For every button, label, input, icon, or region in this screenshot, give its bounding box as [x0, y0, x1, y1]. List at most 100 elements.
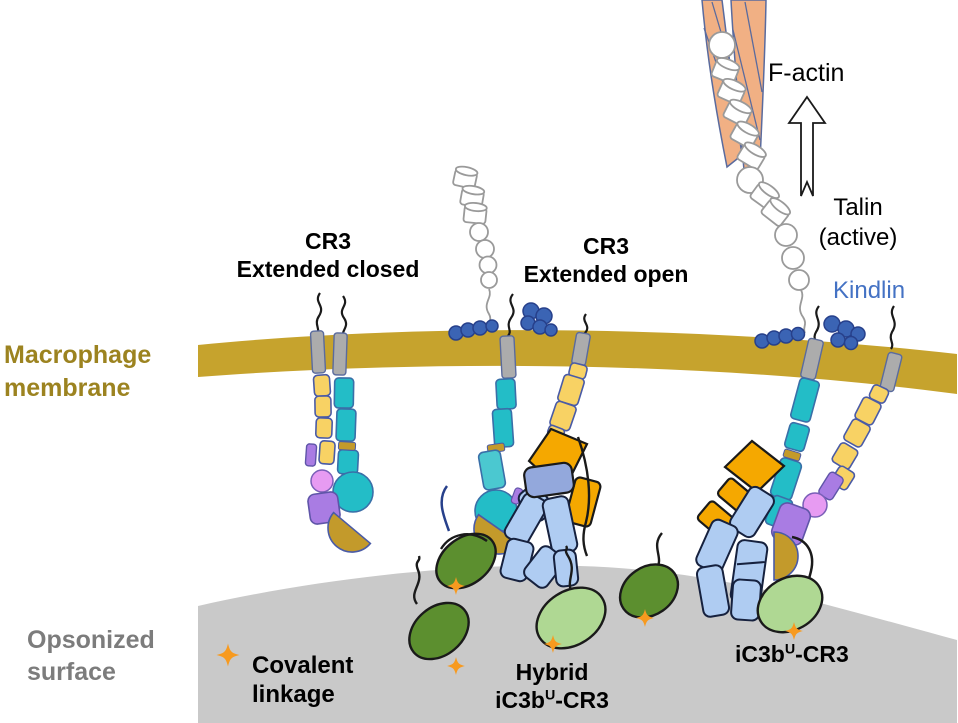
kindlin-bead — [485, 319, 499, 333]
cytoplasmic-tail-squiggle — [507, 293, 515, 337]
legend-covalent-diamond-icon — [216, 643, 240, 667]
label-line: CR3 — [304, 228, 351, 254]
label-f-actin: F-actin — [768, 59, 845, 87]
ic3b-mg-domain — [695, 564, 731, 618]
alpha-leg-domain — [314, 395, 332, 418]
talin-linker-squiggle — [799, 289, 806, 334]
label-line: surface — [27, 658, 116, 686]
talin-rod-cap — [722, 77, 747, 93]
covalent-linkage-markers — [216, 577, 803, 675]
label-line: Extended closed — [236, 256, 420, 283]
covalent-diamond-icon — [636, 609, 654, 627]
label-line: (active) — [818, 224, 898, 252]
actin-twist-line — [744, 1, 763, 93]
kindlin-bead — [544, 323, 558, 337]
ic3b-mg-domain — [729, 485, 775, 539]
label-line: CR3 — [582, 233, 629, 259]
talin-rod-cap — [461, 184, 486, 196]
ic3b-mg-domain — [552, 548, 580, 588]
kindlin-bead — [790, 326, 806, 342]
alpha-leg-domain — [314, 417, 334, 439]
talin-rod-cap — [463, 202, 488, 213]
alpha-thigh-domain — [304, 443, 318, 467]
beta-leg-domain — [335, 408, 357, 442]
kindlin-beads-right — [754, 315, 866, 351]
label-cr3-extended-open: CR3 Extended open — [481, 232, 731, 288]
beta-leg-domain — [495, 377, 517, 411]
covalent-diamond-icon — [447, 657, 465, 675]
label-part: iC3b — [735, 641, 785, 667]
force-arrow — [787, 95, 827, 197]
alpha-i-domain-closed — [327, 511, 372, 553]
talin-head-bead — [708, 31, 736, 59]
receptor-cr3-extended-closed — [304, 292, 374, 553]
kindlin-bead — [830, 332, 846, 348]
ic3b-thioester-domain — [435, 532, 497, 590]
ic3b-c345c-domain — [523, 461, 575, 499]
loop-squiggle — [440, 485, 451, 532]
receptor-ic3b-cr3-complex — [695, 305, 903, 634]
label-part: -CR3 — [795, 641, 849, 667]
up-arrow-icon — [787, 95, 827, 197]
label-part: -CR3 — [555, 687, 609, 714]
alpha-leg-domain — [831, 442, 859, 470]
talin-rod-bead — [469, 222, 489, 242]
label-part: iC3b — [495, 687, 545, 714]
cytoplasmic-tail-squiggle — [315, 292, 323, 337]
alpha-leg-domain — [312, 373, 332, 398]
receptor-cr3-extended-open — [435, 293, 607, 650]
cytoplasmic-tail-squiggle — [889, 305, 896, 350]
covalent-diamond-icon — [544, 635, 562, 653]
label-line: Hybrid — [515, 659, 589, 685]
label-line: iC3bU-CR3 — [452, 686, 652, 714]
kindlin-bead — [843, 335, 859, 351]
label-line: linkage — [252, 681, 335, 709]
label-superscript: U — [784, 641, 796, 658]
talin-rod-cap — [758, 181, 780, 199]
covalent-diamond-icon — [447, 577, 465, 595]
beta-tm-helix — [499, 335, 517, 379]
talin-rod-bead — [788, 269, 810, 291]
kindlin-bead — [472, 320, 488, 336]
talin-rod-cap — [454, 165, 479, 177]
talin-rod-cap — [736, 120, 760, 137]
alpha-leg-domain — [318, 439, 336, 466]
label-covalent-linkage: Covalent linkage — [252, 651, 353, 710]
alpha-calf-knob — [310, 469, 334, 493]
alpha-tm-helix — [309, 330, 327, 374]
ic3b-thioester-domain — [618, 563, 680, 619]
label-line: Extended open — [523, 261, 689, 288]
label-talin-active: Talin (active) — [788, 193, 928, 253]
covalent-diamond-icon — [785, 622, 803, 640]
ic3b-c3d-domain — [535, 586, 607, 650]
talin-rod-cap — [729, 98, 753, 115]
talin-rod-cap — [743, 141, 767, 158]
linker-squiggle — [439, 533, 488, 550]
label-opsonized-surface: Opsonized surface — [27, 624, 155, 688]
ic3b-mg-domain — [730, 578, 762, 622]
talin-inactive — [452, 165, 498, 329]
talin-rod-cap — [716, 57, 741, 72]
beta-leg-domain — [336, 448, 360, 476]
label-line: Covalent — [252, 652, 354, 679]
talin-rod-bead — [480, 271, 498, 289]
kindlin-bead — [778, 328, 794, 344]
domain-divider — [736, 561, 765, 566]
beta-knee-band — [337, 441, 357, 451]
actin-twist-line — [732, 29, 761, 141]
free-ic3b-molecules — [408, 532, 680, 661]
label-line: Macrophage — [4, 341, 152, 369]
beta-knee-band — [782, 448, 802, 462]
label-cr3-extended-closed: CR3 Extended closed — [203, 227, 453, 283]
talin-rod-bead — [781, 246, 805, 270]
talin-rod-cap — [769, 197, 791, 216]
beta-leg-domain — [333, 377, 355, 409]
label-kindlin: Kindlin — [833, 277, 906, 304]
beta-leg-domain — [783, 421, 811, 453]
label-line: Opsonized — [27, 626, 155, 654]
ic3b-thioester-domain — [408, 601, 470, 661]
beta-tm-helix — [332, 332, 348, 376]
ic3b-c3d-domain — [756, 574, 824, 634]
